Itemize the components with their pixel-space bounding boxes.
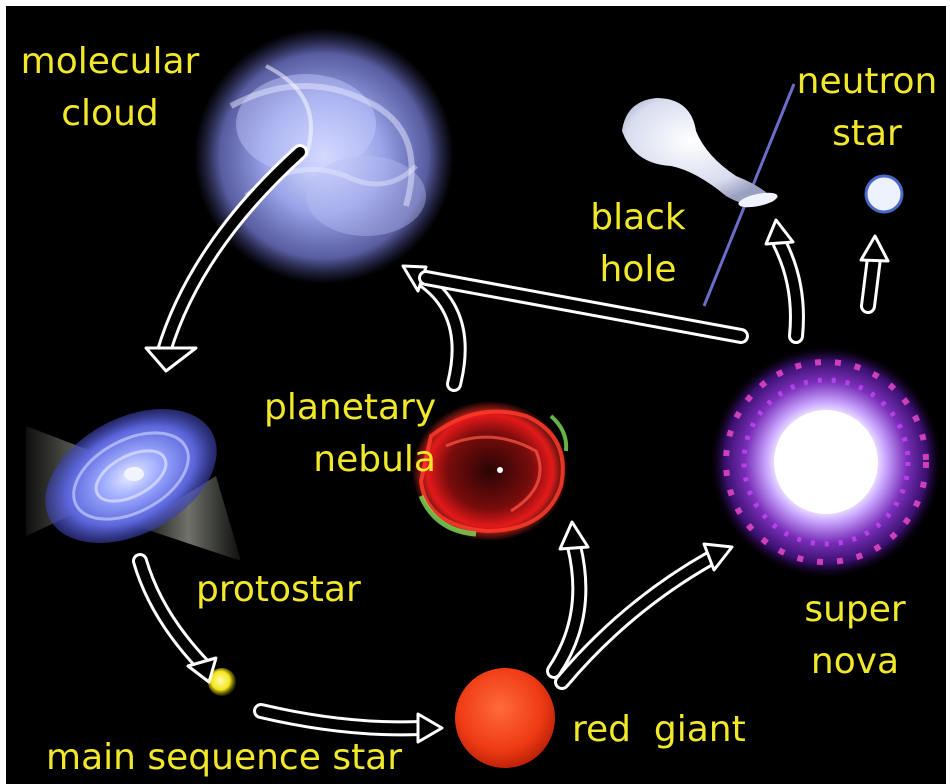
molecular-cloud-icon	[194, 28, 454, 284]
stellar-lifecycle-diagram: molecular cloud neutron star black hole …	[6, 6, 946, 784]
label-line: super	[790, 584, 920, 636]
arrow-red-giant-to-supernova	[562, 544, 732, 682]
label-protostar: protostar	[196, 564, 361, 616]
label-planetary-nebula: planetary nebula	[264, 382, 436, 486]
label-line: star	[792, 108, 942, 160]
label-line: hole	[578, 244, 698, 296]
label-line: molecular	[20, 36, 200, 88]
label-line: neutron	[792, 56, 942, 108]
arrow-supernova-to-neutron-star	[861, 236, 888, 306]
label-line: black	[578, 192, 698, 244]
label-supernova: super nova	[790, 584, 920, 688]
supernova-icon	[711, 347, 941, 577]
label-line: nebula	[264, 434, 436, 486]
label-line: cloud	[20, 88, 200, 140]
arrow-supernova-to-black-hole	[766, 220, 797, 336]
neutron-star-icon	[866, 176, 902, 212]
label-line: planetary	[264, 382, 436, 434]
label-red-giant: red giant	[572, 704, 746, 756]
label-line: nova	[790, 636, 920, 688]
label-molecular-cloud: molecular cloud	[20, 36, 200, 140]
label-neutron-star: neutron star	[792, 56, 942, 160]
label-black-hole: black hole	[578, 192, 698, 296]
red-giant-icon	[455, 668, 555, 768]
label-main-sequence-star: main sequence star	[46, 732, 402, 784]
protostar-disk-icon	[23, 382, 241, 571]
